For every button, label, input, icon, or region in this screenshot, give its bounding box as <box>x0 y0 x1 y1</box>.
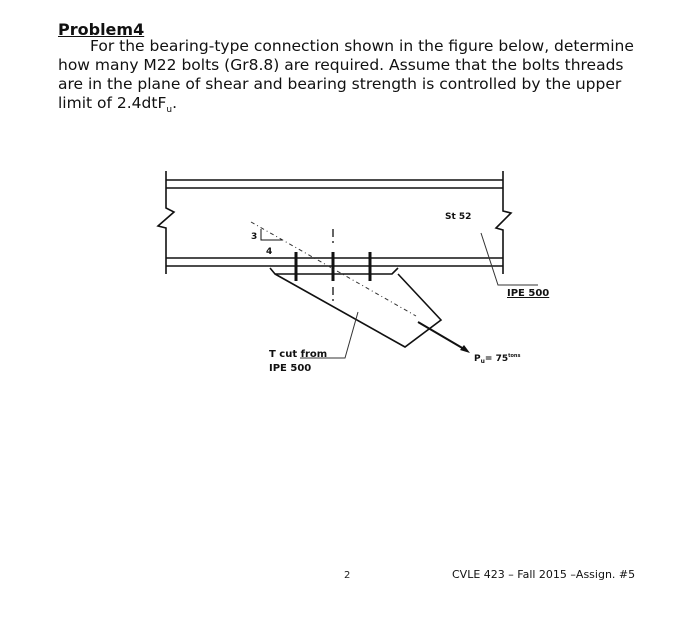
slope-rise: 3 <box>251 232 257 242</box>
beam-section-label: IPE 500 <box>507 288 549 299</box>
problem-statement: For the bearing-type connection shown in… <box>58 37 634 116</box>
problem-text: For the bearing-type connection shown in… <box>58 37 634 112</box>
tee-label-line1: T cut from <box>269 349 327 360</box>
steel-grade-label: St 52 <box>445 212 471 222</box>
bolts <box>294 252 372 281</box>
page-number: 2 <box>344 570 351 581</box>
load-label: Pu= 75tons <box>474 353 520 365</box>
slope-run: 4 <box>266 247 272 257</box>
load-arrow-icon <box>460 345 470 353</box>
course-footer: CVLE 423 – Fall 2015 –Assign. #5 <box>452 568 636 581</box>
problem-subscript: u <box>166 105 173 116</box>
problem-title: Problem4 <box>58 20 145 39</box>
tee-label-line2: IPE 500 <box>269 363 311 374</box>
